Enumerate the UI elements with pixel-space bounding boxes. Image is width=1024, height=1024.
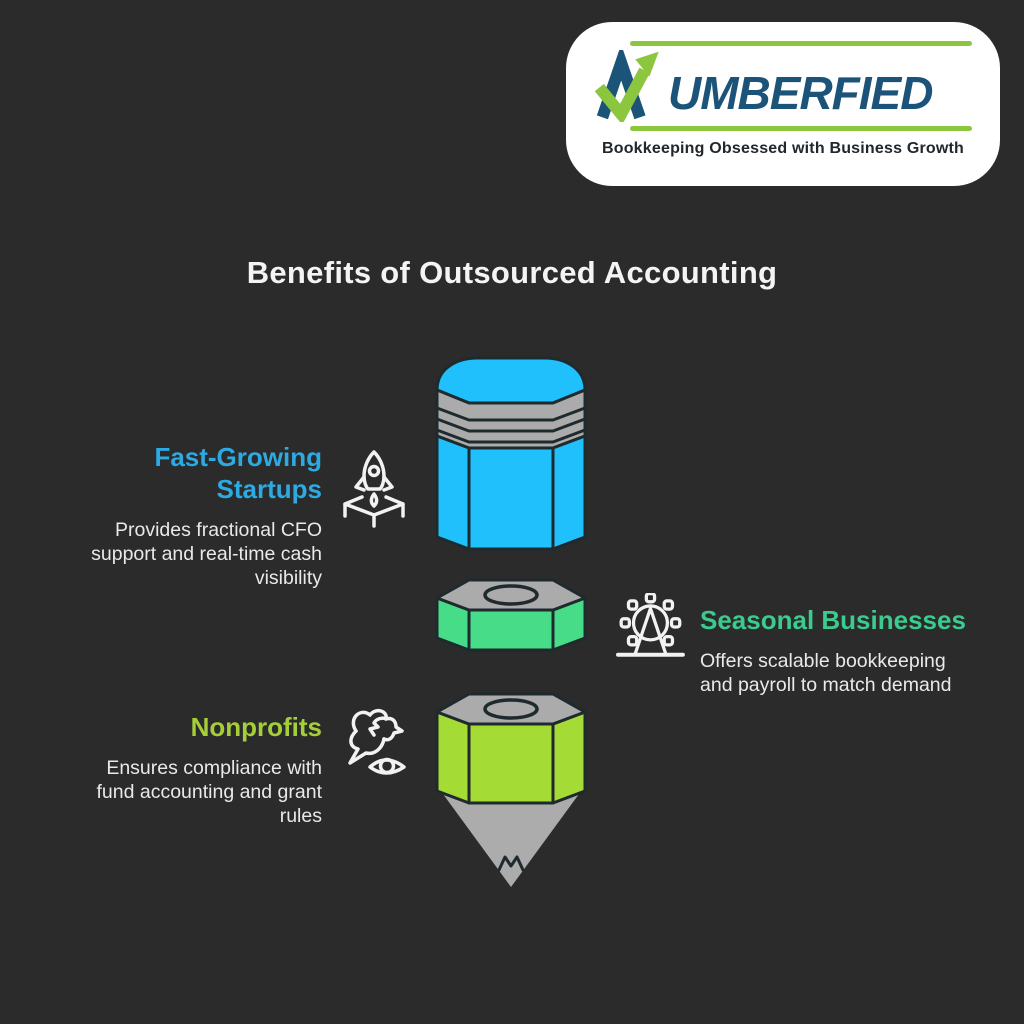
pencil-tip-cone (443, 794, 579, 887)
logo-accent-line-bottom (630, 126, 972, 131)
brand-name: UMBERFIED (668, 67, 933, 119)
section-body: Ensures compliance with fund accounting … (96, 757, 322, 827)
brand-logo-card: UMBERFIED Bookkeeping Obsessed with Busi… (566, 22, 1000, 186)
section-seasonal-businesses: Seasonal Businesses Offers scalable book… (700, 604, 972, 697)
section-nonprofits: Nonprofits Ensures compliance with fund … (72, 711, 322, 828)
pencil-diagram (435, 356, 587, 887)
numberfied-n-arrow-icon (588, 44, 670, 127)
logo-accent-line-top (630, 41, 972, 46)
section-heading: Fast-Growing Startups (154, 442, 322, 504)
section-heading: Seasonal Businesses (700, 605, 966, 635)
rocket-launch-icon (338, 446, 410, 528)
logo-row: UMBERFIED (566, 44, 1000, 127)
section-heading: Nonprofits (190, 712, 322, 742)
brand-tagline: Bookkeeping Obsessed with Business Growt… (601, 140, 965, 157)
dove-eye-icon (328, 703, 416, 787)
pencil-green-nut-segment (435, 578, 587, 652)
ferris-wheel-icon (615, 593, 689, 661)
page-title: Benefits of Outsourced Accounting (246, 255, 778, 290)
section-body: Provides fractional CFO support and real… (91, 519, 322, 589)
section-fast-growing-startups: Fast-Growing Startups Provides fractiona… (72, 441, 322, 590)
pencil-lime-nut-segment (435, 692, 587, 805)
pencil-eraser-segment (435, 356, 587, 405)
pencil-blue-barrel-segment (435, 434, 587, 551)
section-body: Offers scalable bookkeeping and payroll … (700, 650, 952, 696)
